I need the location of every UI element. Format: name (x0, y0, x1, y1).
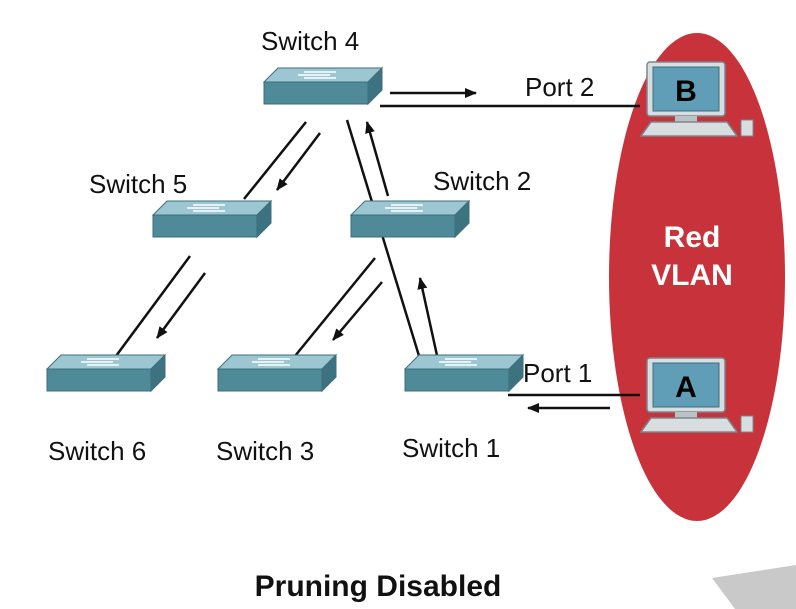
link-s4-s5 (243, 121, 307, 200)
links (114, 104, 640, 397)
switch-4-icon[interactable] (263, 67, 383, 105)
arrow-s5-to-s6 (155, 272, 207, 339)
switch-6-icon[interactable] (46, 354, 166, 392)
host-a-label: A (675, 371, 697, 404)
diagram-caption: Pruning Disabled (255, 570, 502, 603)
switch-1-icon[interactable] (404, 354, 524, 392)
arrow-s4-to-s5 (276, 132, 321, 191)
switch-5-label: Switch 5 (89, 169, 187, 199)
link-s5-s6 (114, 255, 192, 357)
arrow-s2-to-s3 (332, 281, 383, 341)
switch-2-label: Switch 2 (433, 166, 531, 196)
vlan-label-line2: VLAN (651, 259, 733, 292)
switch-3-icon[interactable] (217, 354, 337, 392)
arrow-s2-to-s4 (365, 121, 390, 197)
link-s2-s3 (294, 257, 376, 357)
page-curl-shade (712, 565, 796, 609)
switch-6-label: Switch 6 (48, 436, 146, 466)
switch-4-label: Switch 4 (261, 26, 359, 56)
arrow-s1-to-s2 (417, 277, 440, 361)
switch-1-label: Switch 1 (402, 433, 500, 463)
switch-5-icon[interactable] (152, 200, 272, 238)
switch-2-icon[interactable] (350, 200, 470, 238)
switch-3-label: Switch 3 (216, 436, 314, 466)
port-1-label: Port 1 (523, 358, 592, 388)
port-2-label: Port 2 (525, 72, 594, 102)
vlan-label-line1: Red (664, 221, 721, 254)
host-b-label: B (675, 75, 697, 108)
traffic-arrows (155, 88, 610, 413)
link-s4-s1 (345, 119, 425, 370)
